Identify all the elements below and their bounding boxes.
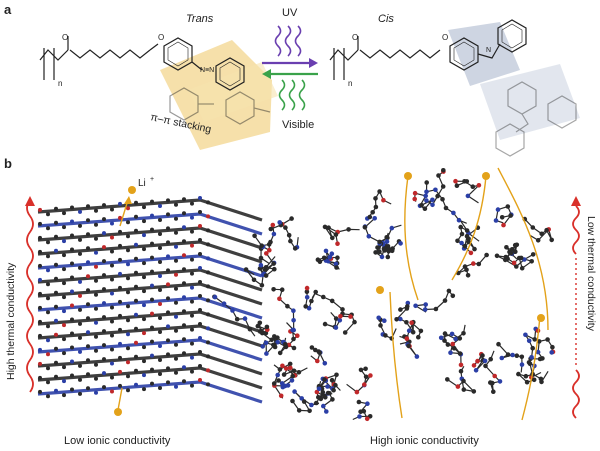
azo-label-right: N bbox=[486, 47, 491, 54]
thermal-wave-right-bottom-icon bbox=[572, 369, 580, 419]
uv-label: UV bbox=[282, 7, 298, 19]
ion-dots-right bbox=[376, 172, 545, 322]
cis-highlight-band-2 bbox=[480, 64, 580, 140]
cis-highlight-band bbox=[448, 22, 520, 86]
li-ion-bottom-icon bbox=[114, 408, 122, 416]
disordered-polymer-region bbox=[212, 168, 556, 422]
ion-path-top-left bbox=[119, 199, 129, 227]
high-ionic-label: High ionic conductivity bbox=[370, 435, 479, 447]
li-superscript: + bbox=[150, 176, 154, 183]
ether-o-left: O bbox=[158, 33, 164, 42]
li-ion-icon bbox=[128, 186, 136, 194]
ion-arrow-top-left bbox=[124, 196, 132, 204]
li-label: Li bbox=[138, 178, 146, 189]
ion-paths-right bbox=[389, 167, 549, 421]
low-thermal-label: Low thermal conductivity bbox=[585, 216, 597, 332]
ether-o-right: O bbox=[442, 33, 448, 42]
carbonyl-o-left: O bbox=[62, 33, 68, 42]
high-thermal-label: High thermal conductivity bbox=[5, 262, 17, 380]
visible-label: Visible bbox=[282, 119, 314, 131]
trans-highlight-band-2 bbox=[188, 62, 278, 122]
azo-label-left: N≡N bbox=[200, 67, 214, 74]
cis-label: Cis bbox=[378, 13, 394, 25]
ordered-lamellar-block bbox=[37, 196, 263, 404]
low-ionic-label: Low ionic conductivity bbox=[64, 435, 171, 447]
panel-b-letter: b bbox=[4, 156, 12, 171]
cis-repeat-n: n bbox=[348, 79, 352, 88]
thermal-wave-right-top-icon bbox=[571, 196, 581, 255]
uv-wave-icon bbox=[274, 25, 302, 57]
trans-polymer-structure bbox=[39, 36, 271, 125]
cis-polymer-structure bbox=[329, 19, 577, 157]
trans-repeat-n: n bbox=[58, 79, 62, 88]
panel-a-letter: a bbox=[4, 2, 12, 17]
visible-wave-icon bbox=[278, 79, 306, 111]
thermal-wave-left-icon bbox=[25, 196, 35, 393]
carbonyl-o-right: O bbox=[352, 33, 358, 42]
trans-label: Trans bbox=[186, 13, 214, 25]
ion-path-bottom-left bbox=[117, 387, 123, 411]
switch-arrows-icon bbox=[262, 58, 318, 79]
